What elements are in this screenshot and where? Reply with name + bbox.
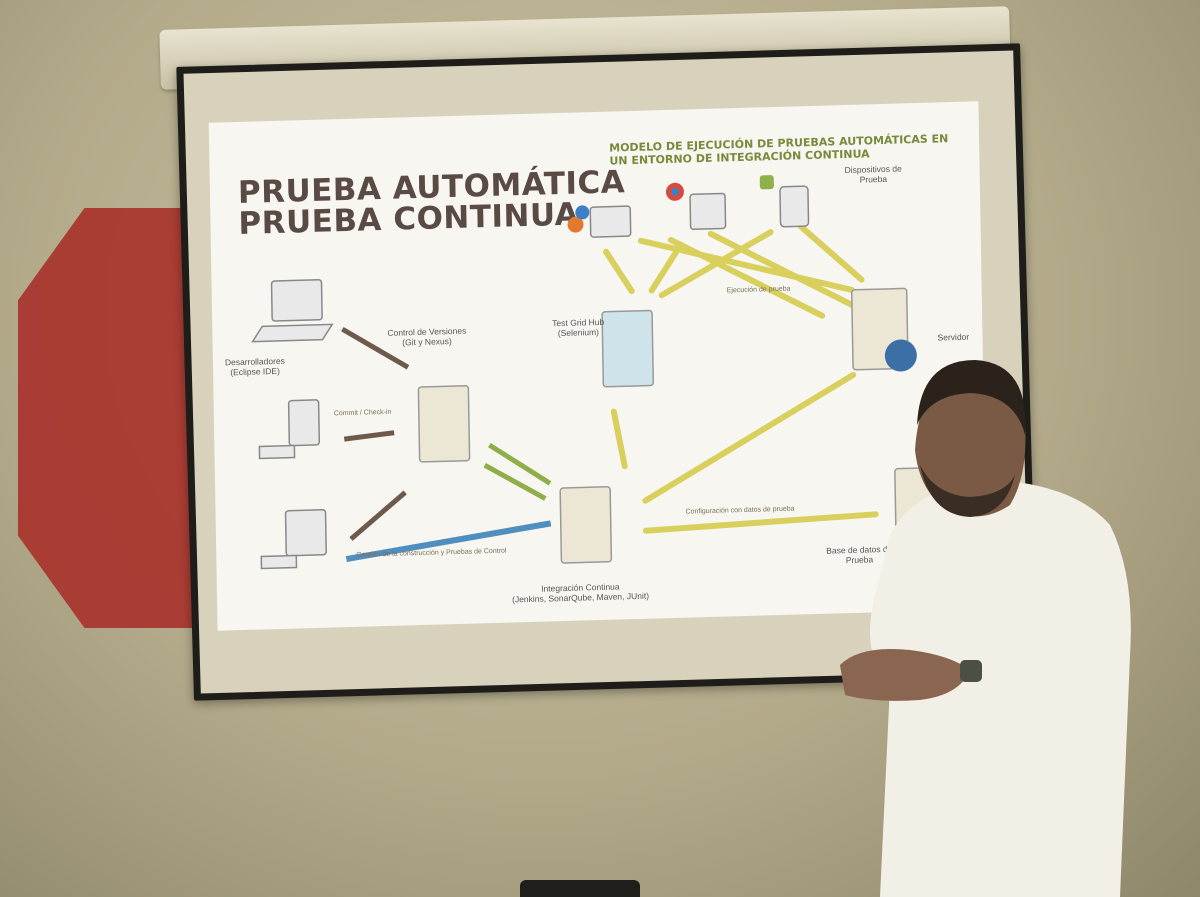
device-laptop-icon — [589, 205, 632, 238]
brown-arrows — [341, 326, 410, 541]
ci-server-icon — [559, 486, 613, 564]
label-test-grid-hub: Test Grid Hub (Selenium) — [552, 316, 605, 339]
presenter-hair — [917, 360, 1026, 435]
monitor-icon — [287, 399, 321, 447]
architecture-diagram — [251, 175, 942, 570]
label-commit: Commit / Check-in — [333, 408, 392, 418]
desktop-icon — [284, 508, 327, 557]
presenter-head — [915, 366, 1026, 517]
label-test-server: Servidor — [937, 331, 970, 343]
version-control-server-icon — [417, 384, 471, 463]
ie-icon — [575, 205, 590, 220]
test-devices — [589, 185, 810, 238]
yellow-arrows — [603, 223, 879, 534]
android-icon — [759, 175, 774, 190]
device-monitor-icon — [689, 192, 727, 231]
presentation-slide: PRUEBA AUTOMÁTICA PRUEBA CONTINUA MODELO… — [208, 101, 988, 631]
keyboard-icon — [258, 444, 296, 460]
laptop-icon — [270, 279, 323, 322]
presenter-shirt — [870, 480, 1131, 897]
grid-hub-server-icon — [601, 309, 655, 388]
label-version-control: Control de Versiones (Git y Nexus) — [387, 325, 467, 348]
label-test-devices: Dispositivos de Prueba — [844, 163, 902, 185]
red-hexagon-decoration — [18, 208, 193, 628]
keyboard-icon-2 — [260, 554, 298, 570]
green-arrows — [483, 442, 552, 501]
presenter-person — [840, 360, 1131, 897]
wristwatch-icon — [960, 660, 982, 682]
label-test-execution: Ejecución de prueba — [726, 285, 791, 295]
presenter-hands — [840, 649, 970, 701]
browser-icons — [567, 175, 774, 233]
device-phone-icon — [779, 185, 810, 228]
presenter-beard — [920, 465, 1015, 517]
laptop-keyboard — [251, 323, 334, 343]
label-developers: Desarrolladores (Eclipse IDE) — [224, 355, 285, 378]
developer-computers — [251, 279, 334, 570]
blue-arrow — [345, 520, 552, 563]
globe-icon — [884, 339, 917, 372]
projector-cable — [520, 880, 640, 897]
firefox-icon — [567, 216, 584, 233]
label-continuous-integration: Integración Continua (Jenkins, SonarQube… — [511, 581, 650, 605]
